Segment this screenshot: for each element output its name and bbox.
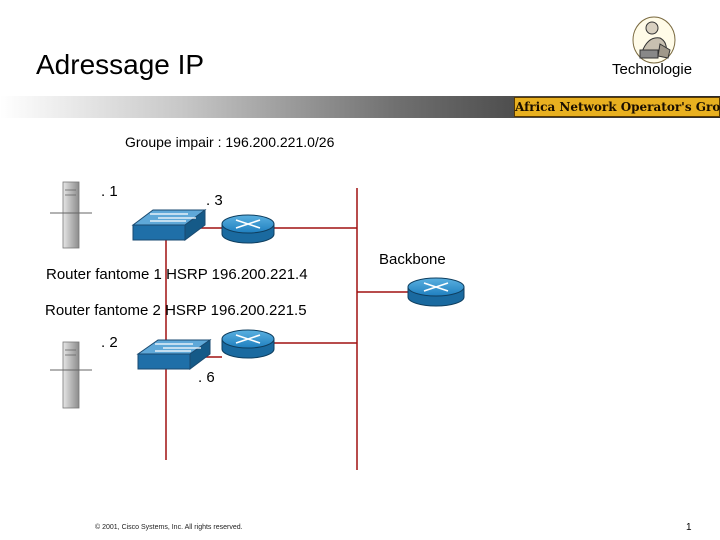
backbone-label: Backbone [379, 251, 446, 268]
router-bottom-label: . 6 [198, 369, 215, 386]
virtual-router-2-label: Router fantome 2 HSRP 196.200.221.5 [45, 302, 307, 319]
slide-title: Adressage IP [36, 49, 205, 80]
afnog-logo-text: Africa Network Operator's Group [515, 100, 720, 114]
switch-bottom-icon [136, 339, 212, 370]
server-top-icon [50, 181, 92, 249]
server-bottom-icon [50, 341, 92, 409]
virtual-router-1-label: Router fantome 1 HSRP 196.200.221.4 [46, 266, 308, 283]
host-top-label: . 1 [101, 183, 118, 200]
host-bottom-label: . 2 [101, 334, 118, 351]
switch-top-icon [131, 209, 207, 241]
router-top-icon [221, 214, 275, 244]
copyright-text: © 2001, Cisco Systems, Inc. All rights r… [95, 524, 243, 531]
router-top-label: . 3 [206, 192, 223, 209]
section-label: Technologie [612, 61, 693, 78]
router-backbone-icon [407, 277, 465, 307]
afnog-logo: Africa Network Operator's Group [514, 97, 720, 117]
subnet-label: Groupe impair : 196.200.221.0/26 [125, 134, 335, 150]
page-number: 1 [686, 522, 692, 533]
router-bottom-icon [221, 329, 275, 359]
